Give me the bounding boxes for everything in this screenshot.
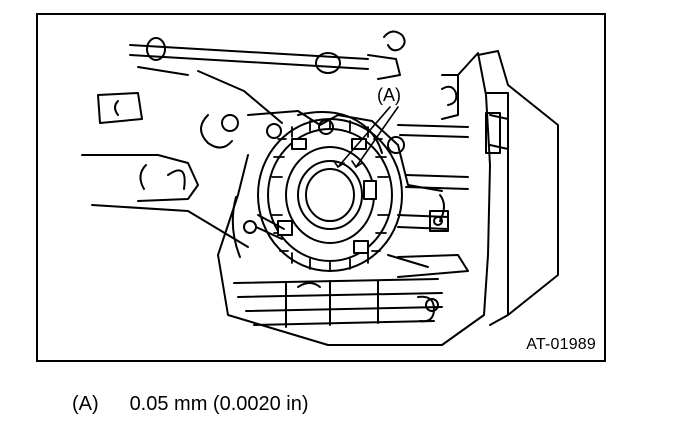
callout-label-a: (A)	[376, 85, 402, 106]
figure-id: AT-01989	[526, 336, 596, 353]
figure-frame: (A) AT-01989	[36, 13, 606, 362]
clip-hook-top	[383, 30, 406, 52]
right-ribs	[397, 124, 469, 278]
shift-rod	[129, 37, 401, 80]
callout-leaders	[333, 106, 399, 168]
bottom-fins	[233, 278, 443, 328]
transmission-line-drawing	[81, 30, 559, 346]
legend-text: 0.05 mm (0.0020 in)	[129, 393, 309, 415]
legend: (A) 0.05 mm (0.0020 in)	[72, 393, 309, 416]
transmission-case	[217, 50, 559, 346]
oil-seal	[255, 118, 403, 272]
legend-key: (A)	[72, 393, 99, 415]
left-housing	[81, 66, 283, 248]
